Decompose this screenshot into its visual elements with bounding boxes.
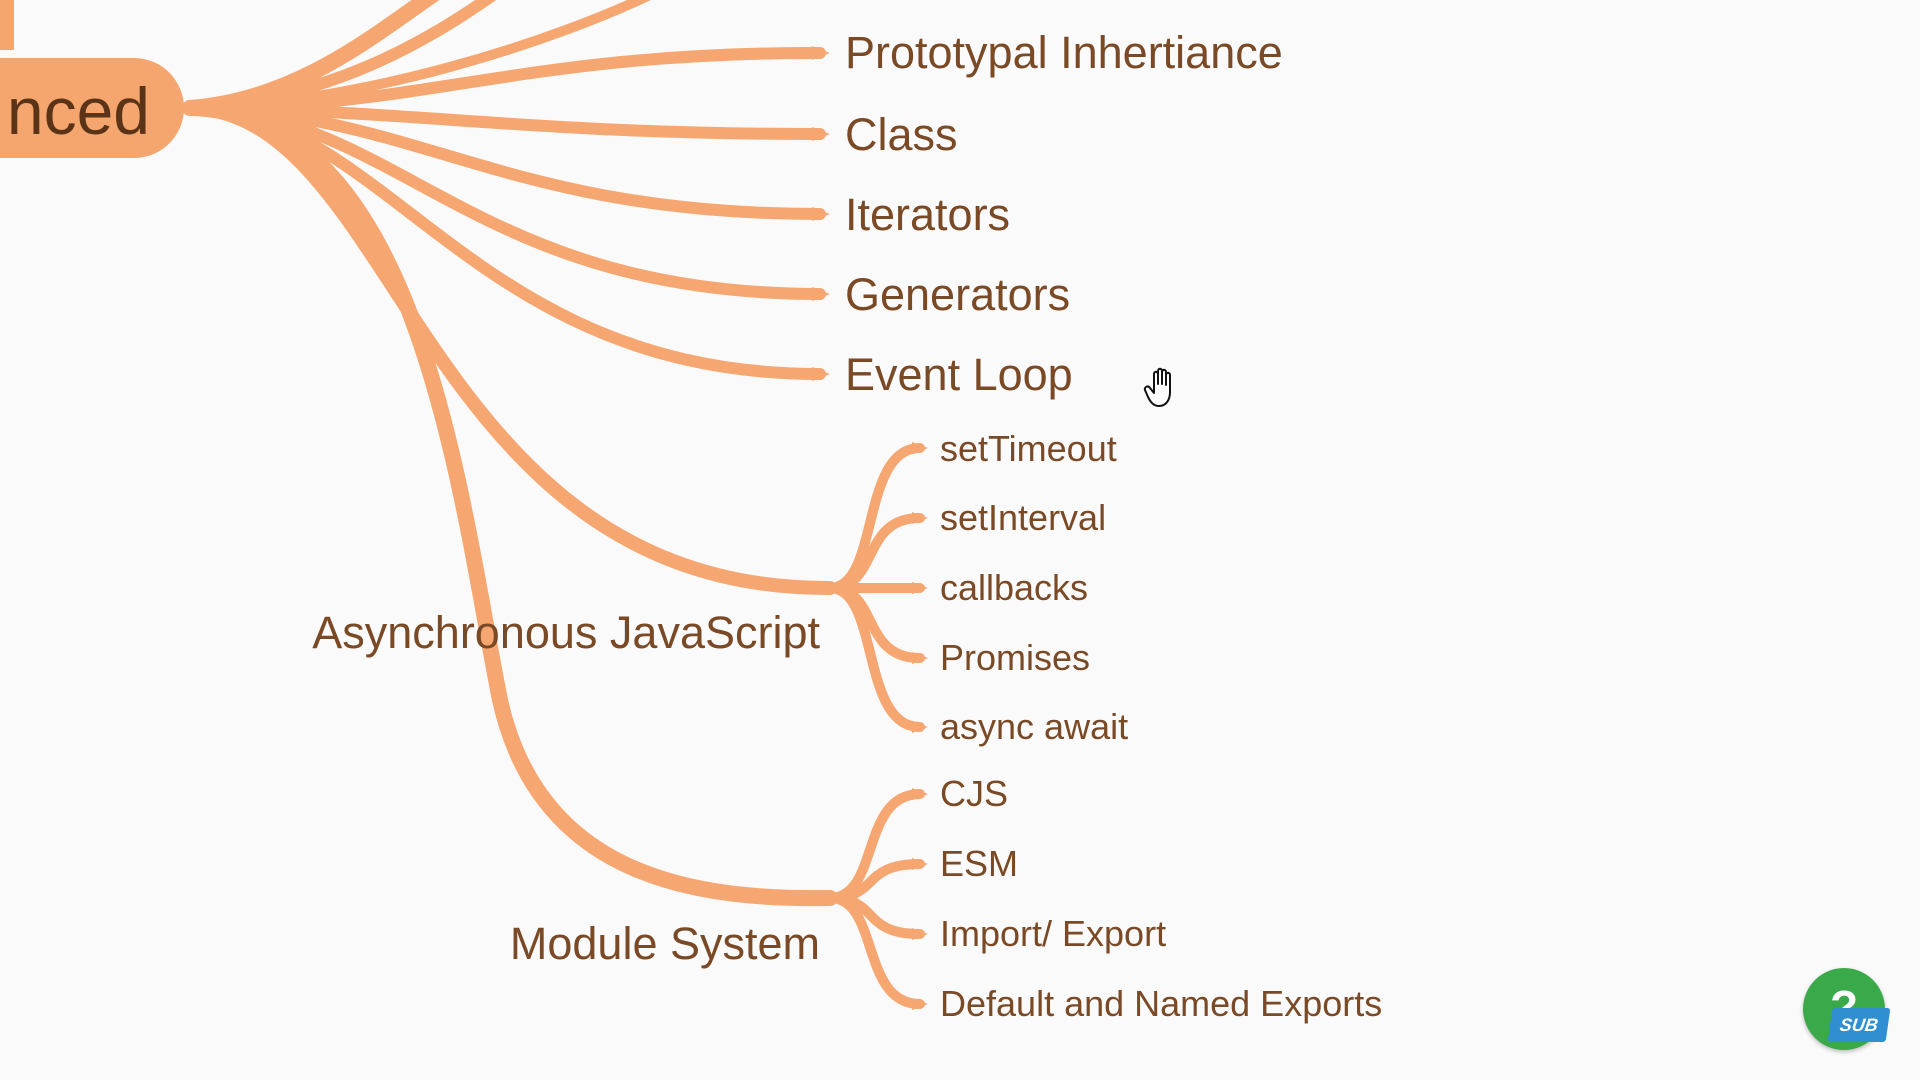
subtitle-badge[interactable]: SUB (1827, 1008, 1891, 1042)
arrow-tip-event-loop (812, 367, 830, 381)
node-esm[interactable]: ESM (940, 843, 1019, 884)
node-class[interactable]: Class (845, 109, 958, 160)
arrow-tip-class (812, 127, 830, 141)
arrow-tip-generators (812, 287, 830, 301)
node-import-export[interactable]: Import/ Export (940, 913, 1167, 954)
node-settimeout[interactable]: setTimeout (940, 428, 1117, 469)
node-iterators[interactable]: Iterators (845, 189, 1011, 240)
branch-asynchronous-javascript (183, 101, 837, 596)
root-node[interactable]: nced (0, 58, 184, 158)
arrow-tip-promises (912, 652, 928, 664)
arrow-tip-iterators (812, 207, 830, 221)
node-async-await[interactable]: async await (940, 706, 1129, 747)
branch-default-named-exports (825, 893, 925, 1009)
arrow-tip-async-await (912, 721, 928, 733)
node-event-loop[interactable]: Event Loop (845, 349, 1073, 400)
node-promises[interactable]: Promises (940, 637, 1091, 678)
branch-iterators (184, 102, 826, 220)
node-callbacks[interactable]: callbacks (940, 567, 1089, 608)
arrow-tip-setinterval (912, 512, 928, 524)
branch-module-system (182, 100, 838, 907)
branch-async-await (825, 583, 925, 732)
hand-cursor-icon (1143, 367, 1171, 407)
node-generators[interactable]: Generators (845, 269, 1071, 320)
branch-esm (825, 859, 925, 903)
node-setinterval[interactable]: setInterval (940, 497, 1107, 538)
node-prototypal-inhertiance[interactable]: Prototypal Inhertiance (845, 27, 1283, 78)
arrow-tip-default-named (912, 998, 928, 1010)
node-asynchronous-javascript[interactable]: Asynchronous JavaScript (312, 607, 820, 658)
arrow-tip-esm (912, 858, 928, 870)
arrow-tip-cjs (912, 788, 928, 800)
root-node-label: nced (6, 74, 150, 148)
arrow-tip-callbacks (912, 582, 928, 594)
node-cjs[interactable]: CJS (940, 773, 1009, 814)
arrow-tip-prototypal (812, 46, 830, 60)
node-default-named-exports[interactable]: Default and Named Exports (940, 983, 1383, 1024)
arrow-tip-import-export (912, 928, 928, 940)
node-module-system[interactable]: Module System (509, 918, 820, 969)
arrow-tip-settimeout (912, 442, 928, 454)
root-node-tab (0, 0, 14, 50)
